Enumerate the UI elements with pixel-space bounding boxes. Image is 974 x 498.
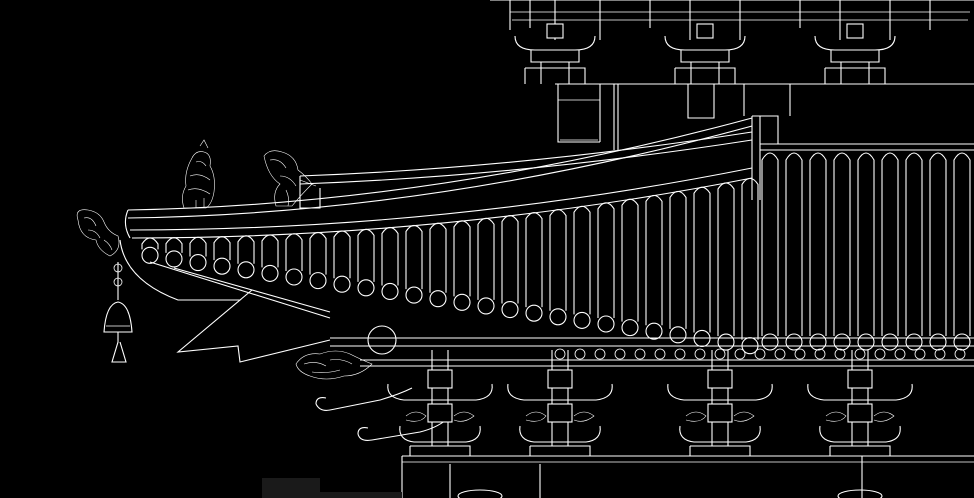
roof-tile bbox=[929, 152, 947, 351]
roof-tile bbox=[905, 152, 923, 351]
roof-tile bbox=[381, 226, 399, 301]
dragon-head-ornament-lower bbox=[295, 350, 373, 380]
roof-tile bbox=[477, 217, 495, 315]
bracket-set bbox=[514, 23, 596, 84]
rafter-end bbox=[794, 348, 806, 360]
bracket-set bbox=[807, 350, 913, 456]
lower-bracket-sets bbox=[387, 350, 913, 456]
bracket-set bbox=[507, 350, 613, 456]
roof-tile bbox=[645, 194, 663, 340]
roof-tile bbox=[881, 152, 899, 351]
immortal-figure-statue bbox=[182, 139, 215, 209]
dragon-head-ornament-left bbox=[76, 209, 120, 257]
wind-bell-icon bbox=[103, 262, 133, 363]
roof-tile bbox=[573, 205, 591, 329]
roof-tile bbox=[525, 212, 543, 322]
roof-tile bbox=[189, 236, 207, 272]
roof-tile bbox=[501, 214, 519, 319]
rafter-end bbox=[574, 348, 586, 360]
cantilever-arms bbox=[315, 387, 447, 441]
rafter-end-row bbox=[554, 348, 966, 360]
rafter-end bbox=[854, 348, 866, 360]
roof-tile bbox=[405, 224, 423, 304]
rafter-end bbox=[614, 348, 626, 360]
rafter-end bbox=[654, 348, 666, 360]
roof-tile bbox=[309, 231, 327, 290]
rafter-end bbox=[554, 348, 566, 360]
roof-tile bbox=[429, 222, 447, 308]
rafter-end bbox=[914, 348, 926, 360]
rafter-end bbox=[774, 348, 786, 360]
column-and-plinth bbox=[401, 455, 974, 498]
roof-tile bbox=[785, 152, 803, 351]
rafter-end bbox=[834, 348, 846, 360]
roof-tile bbox=[741, 177, 759, 355]
rafter-end bbox=[594, 348, 606, 360]
upper-story-bracket-sets bbox=[490, 0, 974, 150]
roof-tile bbox=[453, 220, 471, 311]
beast-figure-statue bbox=[263, 150, 317, 207]
roof-tile bbox=[597, 202, 615, 333]
rafter-end bbox=[814, 348, 826, 360]
eave-corner-rafter bbox=[119, 239, 331, 363]
roof-tile bbox=[621, 198, 639, 337]
rafter-end bbox=[894, 348, 906, 360]
roof-tile bbox=[357, 228, 375, 297]
roof-tile bbox=[833, 152, 851, 351]
bracket-set bbox=[814, 23, 896, 84]
roof-tile bbox=[693, 186, 711, 348]
roof-tile bbox=[549, 208, 567, 326]
roof-tile bbox=[285, 233, 303, 286]
roof-tile bbox=[237, 235, 255, 279]
roof-tile bbox=[141, 237, 159, 264]
bracket-set bbox=[664, 23, 746, 84]
rafter-end bbox=[934, 348, 946, 360]
rafter-end bbox=[634, 348, 646, 360]
rafter-end bbox=[874, 348, 886, 360]
roof-tile bbox=[717, 182, 735, 351]
rafter-end bbox=[734, 348, 746, 360]
roof-tile bbox=[953, 152, 971, 351]
roof-tile bbox=[857, 152, 875, 351]
roof-tile bbox=[761, 152, 779, 351]
roof-tile bbox=[669, 190, 687, 344]
roof-tile bbox=[213, 236, 231, 275]
bracket-set bbox=[667, 350, 773, 456]
roof-tile bbox=[165, 237, 183, 268]
lower-eave-beam bbox=[330, 325, 974, 367]
upper-roof-tile-rows bbox=[761, 152, 971, 351]
roof-tile bbox=[333, 230, 351, 293]
roof-tile bbox=[261, 234, 279, 282]
roof-tile bbox=[809, 152, 827, 351]
watermark bbox=[262, 478, 402, 498]
rafter-end bbox=[694, 348, 706, 360]
rafter-end bbox=[754, 348, 766, 360]
rafter-end bbox=[674, 348, 686, 360]
bracket-set bbox=[387, 350, 493, 456]
rafter-end bbox=[954, 348, 966, 360]
rafter-end bbox=[714, 348, 726, 360]
roof-tile-rows bbox=[141, 177, 759, 355]
